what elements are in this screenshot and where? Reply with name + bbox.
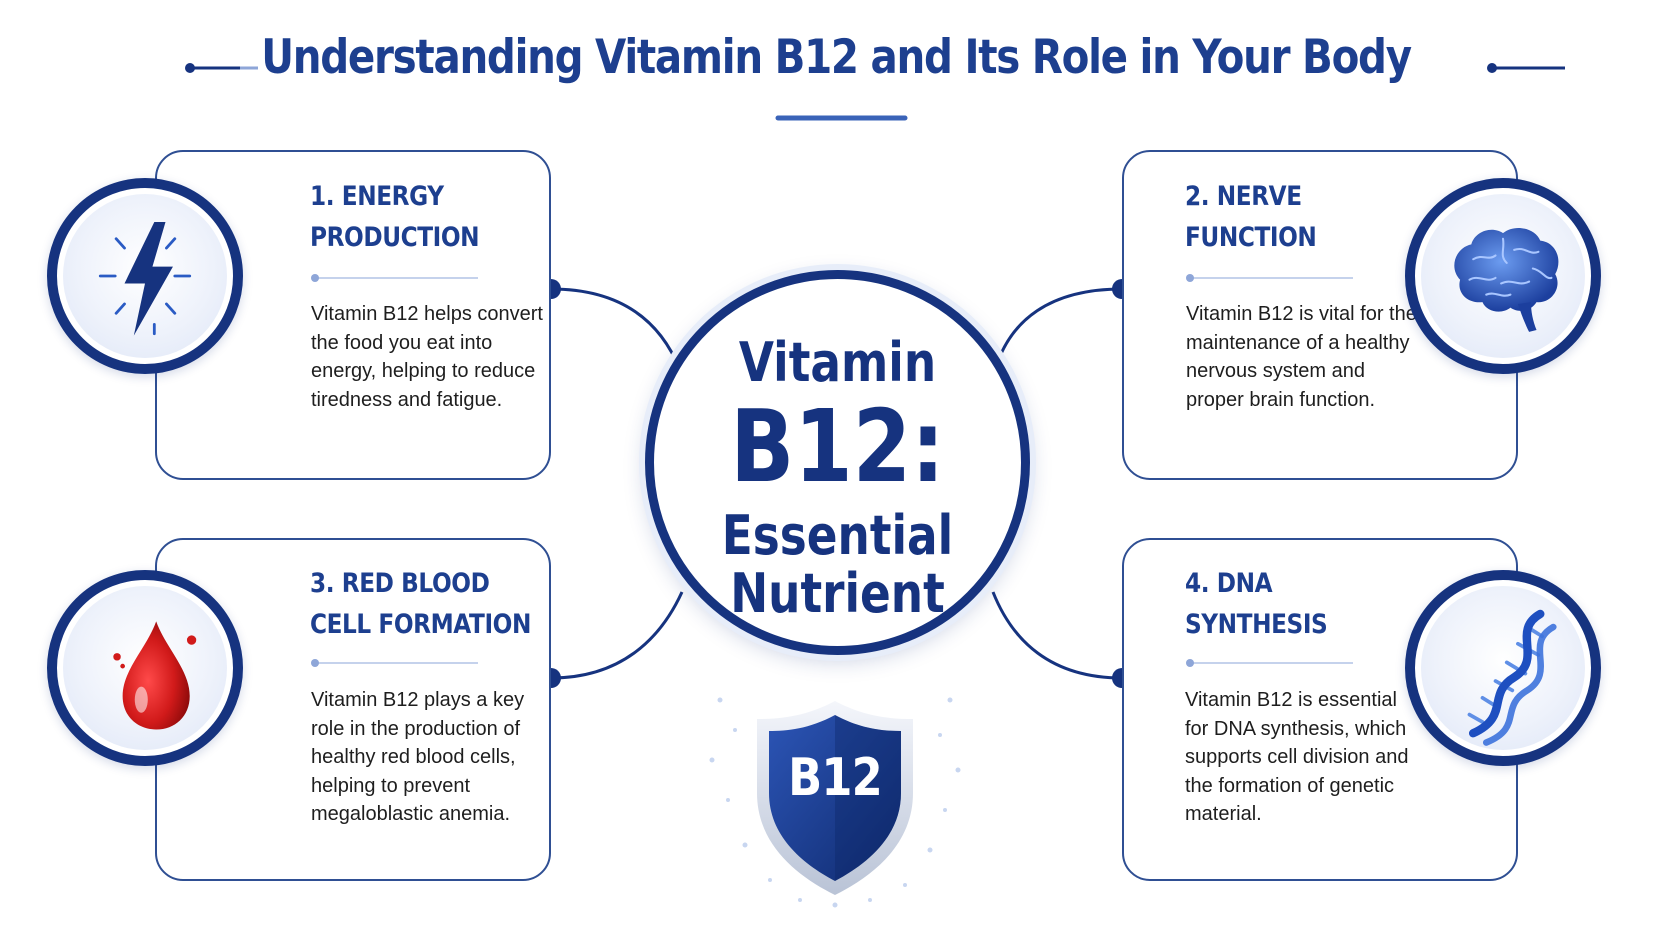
card-blood-title: 3. RED BLOOD CELL FORMATION xyxy=(310,568,531,640)
connector-nerve xyxy=(993,287,1123,371)
lightning-bolt-icon xyxy=(98,221,192,336)
dna-helix-icon xyxy=(1467,609,1557,746)
shield-label: B12 xyxy=(788,748,883,808)
blood-drop-icon xyxy=(113,621,197,730)
card-energy-text: Vitamin B12 helps convert the food you e… xyxy=(311,303,543,411)
icon-badge-energy xyxy=(47,178,243,374)
card-nerve-text: Vitamin B12 is vital for the maintenance… xyxy=(1186,303,1417,411)
card-nerve-title: 2. NERVE FUNCTION xyxy=(1185,181,1317,253)
icon-badge-blood xyxy=(47,570,243,766)
card-energy-title: 1. ENERGY PRODUCTION xyxy=(310,181,480,253)
icon-badge-nerve xyxy=(1405,178,1601,374)
card-blood-rule xyxy=(311,659,478,667)
card-blood-text: Vitamin B12 plays a key role in the prod… xyxy=(311,689,525,825)
card-dna-rule xyxy=(1186,659,1353,667)
connector-energy xyxy=(550,287,682,371)
connector-dna xyxy=(991,591,1123,680)
connector-blood xyxy=(550,591,684,680)
center-line-1: Vitamin xyxy=(738,331,937,394)
page-title: Understanding Vitamin B12 and Its Role i… xyxy=(261,30,1412,85)
center-line-2: B12: xyxy=(730,388,945,505)
card-dna-title: 4. DNA SYNTHESIS xyxy=(1185,568,1328,640)
card-dna-text: Vitamin B12 is essential for DNA synthes… xyxy=(1185,689,1409,825)
brain-icon xyxy=(1454,227,1559,332)
center-line-4: Nutrient xyxy=(730,562,945,625)
center-circle: Vitamin B12: Essential Nutrient xyxy=(645,270,1030,655)
icon-badge-dna xyxy=(1405,570,1601,766)
shield-icon xyxy=(757,701,913,895)
center-line-3: Essential xyxy=(721,504,954,567)
card-energy-rule xyxy=(311,274,478,282)
card-nerve-rule xyxy=(1186,274,1353,282)
